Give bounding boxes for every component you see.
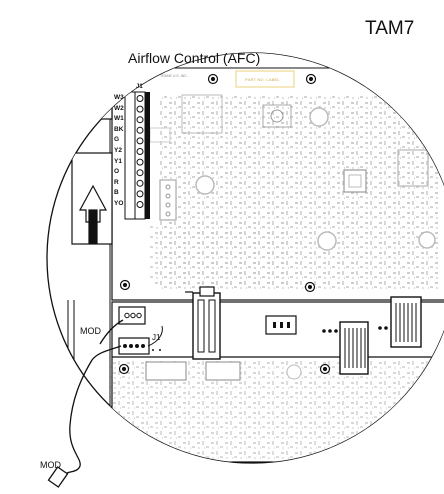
terminal-label: Y2	[114, 147, 122, 154]
terminal-label: W2	[114, 104, 124, 112]
terminal-block-name: J1	[136, 84, 143, 90]
push-pin-clip-upper	[71, 76, 113, 123]
push-pin-clip-lower	[71, 152, 113, 245]
terminal-screw	[136, 105, 144, 113]
part-number-label: PART NO. LABEL	[245, 77, 280, 82]
terminal-screw	[136, 137, 144, 145]
part-number-label-box	[235, 70, 295, 88]
mod-connector-lower	[118, 337, 150, 355]
terminal-screw	[136, 179, 144, 187]
terminal-screw	[136, 116, 144, 124]
mod-connector-upper	[118, 306, 146, 325]
terminal-label: G	[114, 136, 120, 144]
terminal-screw	[136, 169, 144, 177]
terminal-label: B	[114, 189, 119, 197]
terminal-label: W1	[114, 115, 124, 123]
terminal-screw	[136, 148, 144, 155]
ribbon-connector-left	[185, 286, 221, 360]
three-pin-connector-center	[265, 315, 297, 335]
terminal-screw	[136, 201, 144, 208]
terminal-label: Y1	[114, 157, 122, 165]
terminal-label: O	[114, 168, 120, 176]
small-connector-upper	[159, 179, 177, 221]
terminal-screw	[136, 126, 144, 134]
j1-callout-label: J1	[152, 333, 161, 342]
ribbon-connector-right	[378, 296, 422, 348]
board-header: Airflow Control (AFC)	[128, 50, 261, 66]
mod-cable	[47, 319, 124, 488]
terminal-label: R	[114, 178, 119, 186]
terminal-label: W3	[114, 94, 124, 101]
terminal-screw	[136, 190, 144, 198]
terminal-label: YO	[114, 200, 124, 207]
diagram-title: TAM7	[365, 18, 415, 39]
j1-callout-line	[147, 325, 163, 347]
mod-callout-lower: MOD	[40, 460, 61, 470]
mod-plug	[47, 466, 69, 488]
j1-terminal-block	[124, 91, 150, 220]
ribbon-connector-center	[322, 321, 369, 375]
terminal-screw	[136, 158, 144, 166]
mod-callout-upper: MOD	[80, 326, 101, 336]
microcontroller-chip	[343, 169, 367, 193]
terminal-screw	[136, 95, 144, 102]
terminal-label: BK	[114, 125, 124, 133]
board-maker: TRANE U.S. INC.	[160, 74, 188, 78]
